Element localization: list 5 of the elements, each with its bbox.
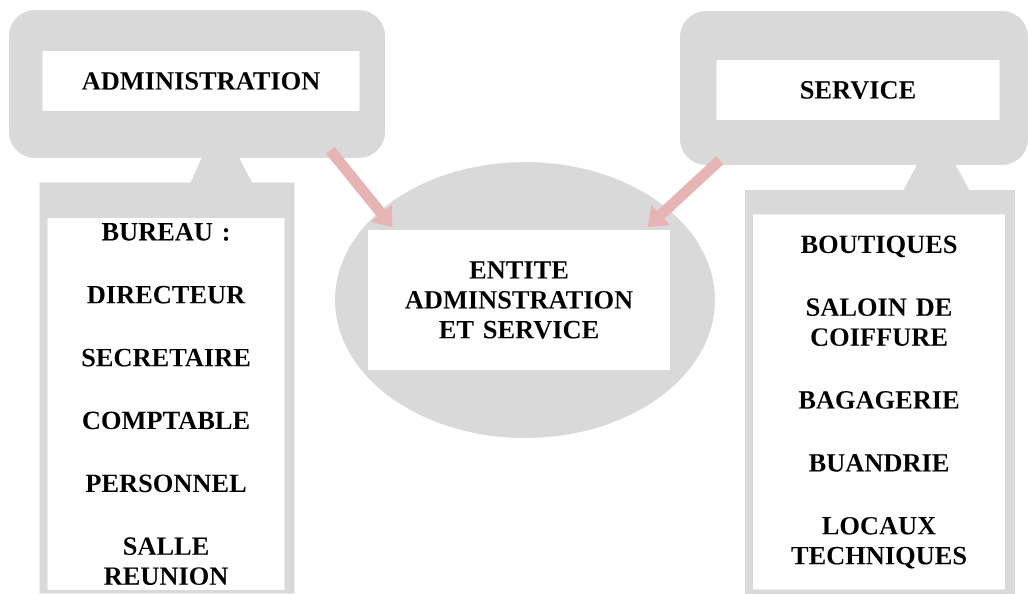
text-box: SERVICE	[716, 60, 1000, 120]
list-box: BOUTIQUES SALOIN DE COIFFURE BAGAGERIE BUANDRIE LOCAUX TECHNIQUES	[753, 214, 1005, 590]
list-box: BUREAU : DIRECTEUR SECRETAIRE COMPTABLE PERSONNEL SALLE REUNION	[47, 218, 285, 590]
text-box: ADMINISTRATION	[42, 51, 360, 111]
text-box: ENTITE ADMINSTRATION ET SERVICE	[368, 230, 670, 370]
